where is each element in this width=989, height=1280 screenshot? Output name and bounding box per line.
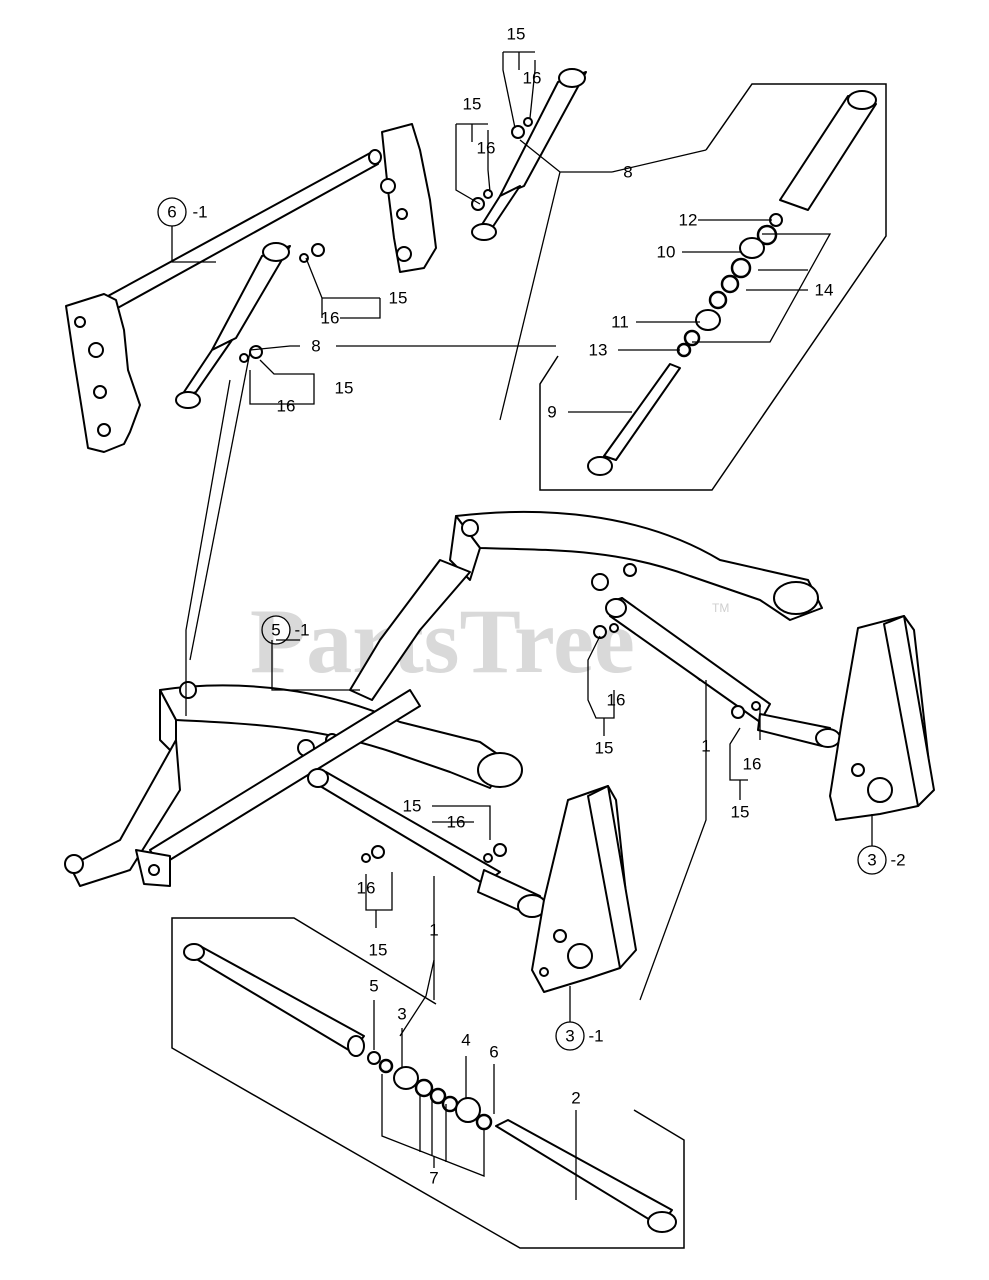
callout-label: 4 (461, 1031, 470, 1050)
callout-label: 15 (731, 803, 750, 822)
callout-label: 16 (607, 691, 626, 710)
callout-label: 10 (657, 243, 676, 262)
callout-label: 14 (815, 281, 834, 300)
callout-label: 16 (477, 139, 496, 158)
watermark: PartsTree (250, 590, 635, 692)
callout-label: 6 (167, 203, 176, 222)
callout-label: 15 (463, 95, 482, 114)
callout-label: 11 (611, 313, 629, 332)
cylinder-8-detail-box (539, 83, 887, 491)
callout-label: 1 (429, 921, 438, 940)
leader-lines (171, 51, 873, 1200)
grease-fittings-middle (361, 623, 761, 863)
bracket-3-2 (829, 615, 935, 821)
callout-label: -1 (588, 1027, 603, 1046)
callout-label: 15 (335, 379, 354, 398)
callout-label: 3 (397, 1005, 406, 1024)
callout-label: -2 (890, 851, 905, 870)
cylinder-1-detail-box (171, 917, 685, 1249)
callout-label: 15 (389, 289, 408, 308)
callout-label: 16 (447, 813, 466, 832)
callout-label: 16 (277, 397, 296, 416)
callout-label: 5 (271, 621, 280, 640)
bucket-cylinder-right (471, 68, 587, 241)
callout-label: 7 (429, 1169, 438, 1188)
callout-label: 2 (571, 1089, 580, 1108)
boom-frame (64, 510, 823, 887)
callout-label: 13 (589, 341, 608, 360)
callout-label: 8 (623, 163, 632, 182)
callout-label: 12 (679, 211, 698, 230)
callout-label: 15 (403, 797, 422, 816)
callout-label: 3 (867, 851, 876, 870)
cylinder-1-parts (183, 943, 677, 1233)
callout-label: 16 (743, 755, 762, 774)
watermark-trademark: TM (712, 601, 729, 615)
callout-label: 16 (321, 309, 340, 328)
callout-label: -1 (192, 203, 207, 222)
callout-label: 15 (595, 739, 614, 758)
bracket-3-1 (531, 785, 637, 993)
circled-callouts (157, 197, 887, 1051)
callout-label: 1 (701, 737, 710, 756)
callout-label: 3 (565, 1027, 574, 1046)
callout-labels: 15 16 15 16 8 6 -1 16 15 8 16 15 12 10 1… (167, 25, 905, 1188)
callout-label: 16 (357, 879, 376, 898)
callout-label: -1 (294, 621, 309, 640)
cross-shaft-assembly (65, 123, 437, 453)
lift-cylinder-right (605, 597, 841, 748)
callout-label: 16 (523, 69, 542, 88)
callout-label: 15 (507, 25, 526, 44)
bucket-cylinder-left (175, 242, 291, 409)
callout-label: 5 (369, 977, 378, 996)
callout-label: 6 (489, 1043, 498, 1062)
callout-label: 9 (547, 403, 556, 422)
lift-cylinder-left (307, 768, 547, 918)
callout-label: 8 (311, 337, 320, 356)
cylinder-8-parts (587, 90, 877, 476)
callout-label: 15 (369, 941, 388, 960)
